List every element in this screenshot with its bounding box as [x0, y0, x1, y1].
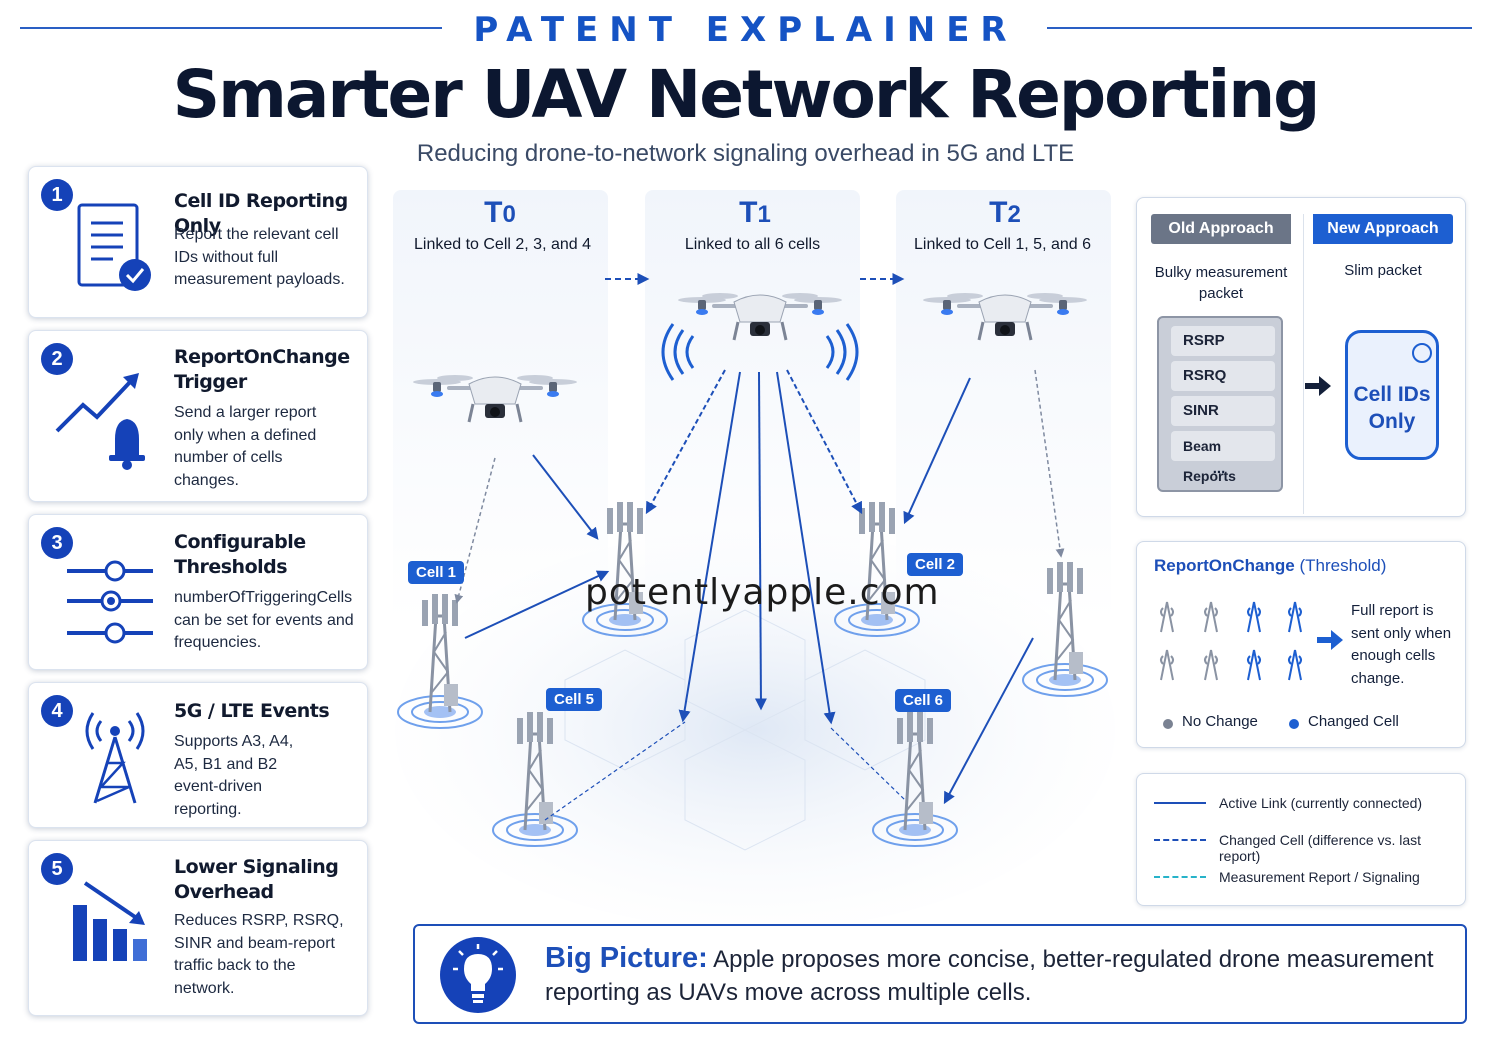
threshold-description: Full report is sent only when enough cel…	[1351, 602, 1452, 687]
lightbulb-icon	[440, 937, 516, 1013]
tab-old-approach: Old Approach	[1151, 214, 1291, 244]
packet-row: Beam Reports	[1171, 431, 1275, 484]
legend-changed: Changed Cell	[1308, 713, 1399, 730]
packet-row: RSRQ	[1171, 361, 1275, 391]
feature-body: Supports A3, A4, A5, B1 and B2 event-dri…	[174, 733, 294, 818]
tower-grid-icon	[1160, 601, 1302, 681]
cell-1-label: Cell 1	[408, 561, 465, 584]
feature-title: Lower Signaling Overhead	[174, 856, 339, 903]
big-picture-box: Big Picture: Apple proposes more concise…	[413, 924, 1467, 1024]
approach-comparison-panel: Old Approach New Approach Bulky measurem…	[1136, 197, 1466, 517]
timeline-label-t1: T1	[739, 196, 771, 229]
bulky-packet: RSRP RSRQ SINR Beam Reports ...	[1157, 316, 1283, 492]
old-caption: Bulky measurement packet	[1154, 264, 1288, 302]
timeline-desc-t1: Linked to all 6 cells	[684, 236, 821, 253]
feature-number: 5	[41, 853, 73, 885]
timeline-desc-t0: Linked to Cell 2, 3, and 4	[413, 236, 591, 253]
feature-title: Configurable Thresholds	[174, 531, 306, 578]
packet-row: SINR	[1171, 396, 1275, 426]
legend-dot-grey	[1163, 719, 1173, 729]
legend-no-change: No Change	[1182, 713, 1258, 730]
feature-body: Report the relevant cell IDs without ful…	[174, 226, 345, 288]
legend-measurement: Measurement Report / Signaling	[1219, 869, 1420, 885]
sliders-icon	[67, 560, 153, 644]
slim-packet: Cell IDs Only	[1345, 330, 1439, 460]
watermark: potentlyapple.com	[585, 572, 940, 613]
feature-card-3: 3 Configurable Thresholds numberOfTrigge…	[28, 514, 368, 670]
slim-packet-label: Cell IDs Only	[1353, 383, 1431, 433]
packet-row: RSRP	[1171, 326, 1275, 356]
feature-body: Send a larger report only when a defined…	[174, 404, 317, 489]
divider	[1303, 214, 1304, 514]
feature-number: 2	[41, 343, 73, 375]
threshold-title: ReportOnChange (Threshold)	[1154, 556, 1387, 575]
cell-6-label: Cell 6	[895, 689, 952, 712]
threshold-panel: ReportOnChange (Threshold) Full report i…	[1136, 541, 1466, 748]
active-link-swatch	[1154, 802, 1206, 804]
feature-title: Cell ID Reporting Only	[174, 190, 348, 237]
page-subtitle: Reducing drone-to-network signaling over…	[416, 140, 1075, 167]
kicker: PATENT EXPLAINER	[473, 10, 1018, 50]
timeline-desc-t2: Linked to Cell 1, 5, and 6	[913, 236, 1091, 253]
arrow-right-icon	[1305, 376, 1331, 396]
antenna-tower-icon	[85, 712, 145, 804]
big-picture-text: Big Picture: Apple proposes more concise…	[545, 942, 1434, 1006]
feature-number: 3	[41, 527, 73, 559]
legend-dot-blue	[1289, 719, 1299, 729]
cell-5-label: Cell 5	[546, 688, 603, 711]
timeline-label-t0: T0	[484, 196, 516, 229]
cell-2-label: Cell 2	[907, 553, 964, 576]
feature-title: 5G / LTE Events	[174, 700, 330, 722]
arrow-right-icon	[1317, 630, 1343, 650]
new-caption: Slim packet	[1344, 262, 1422, 279]
trend-bell-icon	[55, 373, 145, 470]
feature-number: 1	[41, 179, 73, 211]
feature-body: Reduces RSRP, RSRQ, SINR and beam-report…	[174, 912, 344, 997]
feature-card-5: 5 Lower Signaling Overhead Reduces RSRP,…	[28, 840, 368, 1016]
changed-cell-swatch	[1154, 839, 1206, 841]
page-title: Smarter UAV Network Reporting	[172, 56, 1321, 133]
feature-card-2: 2 ReportOnChange Trigger Send a larger r…	[28, 330, 368, 502]
feature-number: 4	[41, 695, 73, 727]
slim-packet-ring	[1412, 343, 1432, 363]
header-rule-right	[1047, 27, 1472, 29]
feature-body: numberOfTriggeringCells can be set for e…	[174, 589, 354, 651]
feature-card-1: 1 Cell ID Reporting Only Report the rele…	[28, 166, 368, 318]
timeline-label-t2: T2	[989, 196, 1021, 229]
feature-title: ReportOnChange Trigger	[174, 346, 350, 393]
measurement-swatch	[1154, 876, 1206, 878]
document-check-icon	[77, 203, 151, 291]
network-diagram	[395, 273, 1115, 920]
line-legend-panel: Active Link (currently connected) Change…	[1136, 773, 1466, 906]
legend-changed-cell: Changed Cell (difference vs. last report…	[1219, 832, 1422, 864]
feature-card-4: 4 5G / LTE Events Supports A3, A4, A5, B…	[28, 682, 368, 828]
header-rule-left	[20, 27, 442, 29]
legend-active: Active Link (currently connected)	[1219, 795, 1423, 811]
declining-bars-icon	[73, 881, 147, 961]
packet-row-more: ...	[1212, 460, 1226, 477]
tab-new-approach: New Approach	[1313, 214, 1453, 244]
